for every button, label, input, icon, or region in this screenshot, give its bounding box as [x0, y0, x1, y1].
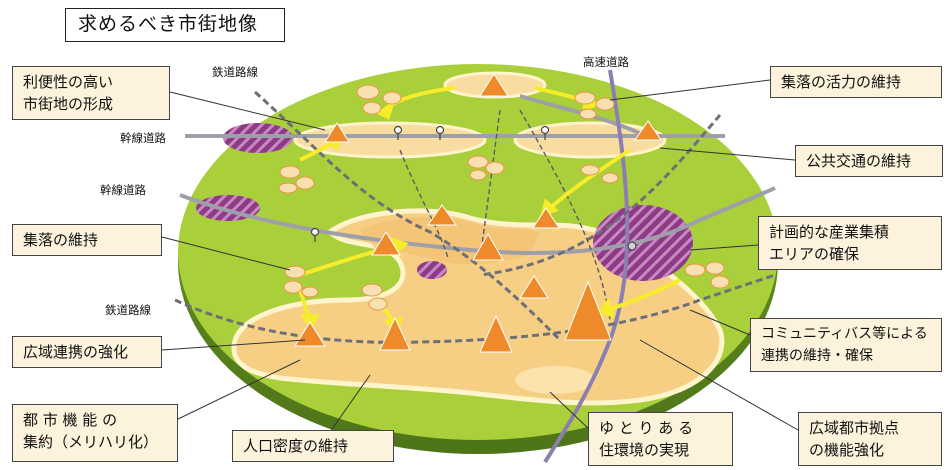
callout-living-env: ゆ と り あ る 住環境の実現: [588, 412, 733, 466]
callout-line: 住環境の実現: [599, 441, 690, 459]
trunk-road-label-1: 幹線道路: [120, 131, 166, 145]
callout-community-bus: コミュニティバス等による 連携の維持・確保: [750, 318, 942, 372]
callout-urban-functions: 都 市 機 能 の 集約（メリハリ化）: [12, 404, 178, 462]
callout-village-vitality: 集落の活力の維持: [770, 66, 942, 98]
callout-line: コミュニティバス等による: [761, 326, 928, 342]
callout-line: 市街地の形成: [23, 95, 114, 113]
callout-public-transport: 公共交通の維持: [795, 145, 943, 177]
bus-routes: [399, 109, 611, 321]
callout-line: 都 市 機 能 の: [23, 411, 118, 429]
callout-line: 連携の維持・確保: [761, 348, 873, 364]
diagram-title: 求めるべき市街地像: [65, 8, 285, 42]
callout-convenient-city: 利便性の高い 市街地の形成: [12, 66, 170, 120]
callout-line: 集約（メリハリ化）: [23, 433, 159, 451]
callout-line: 広域都市拠点: [809, 419, 900, 437]
bus-stop-markers: [310, 125, 637, 251]
callout-line: の機能強化: [809, 441, 885, 459]
small-settlements: [278, 84, 730, 311]
railway-label-bottom: 鉄道路線: [105, 303, 151, 317]
callout-hub-strengthen: 広域都市拠点 の機能強化: [798, 412, 942, 466]
expressway-label: 高速道路: [583, 55, 629, 69]
callout-line: エリアの確保: [769, 245, 860, 263]
callout-village-maintain: 集落の維持: [12, 224, 162, 256]
callout-line: 利便性の高い: [23, 73, 114, 91]
callout-regional-link: 広域連携の強化: [12, 336, 162, 368]
railways: [174, 90, 776, 344]
callout-line: 計画的な産業集積: [769, 223, 890, 241]
railway-label-top: 鉄道路線: [212, 65, 258, 79]
callout-industrial-area: 計画的な産業集積 エリアの確保: [758, 216, 942, 270]
trunk-road-label-2: 幹線道路: [100, 183, 146, 197]
leader-lines: [161, 79, 799, 433]
callout-line: ゆ と り あ る: [599, 419, 694, 437]
callout-population-density: 人口密度の維持: [232, 430, 394, 462]
expressway-line: [543, 69, 630, 464]
